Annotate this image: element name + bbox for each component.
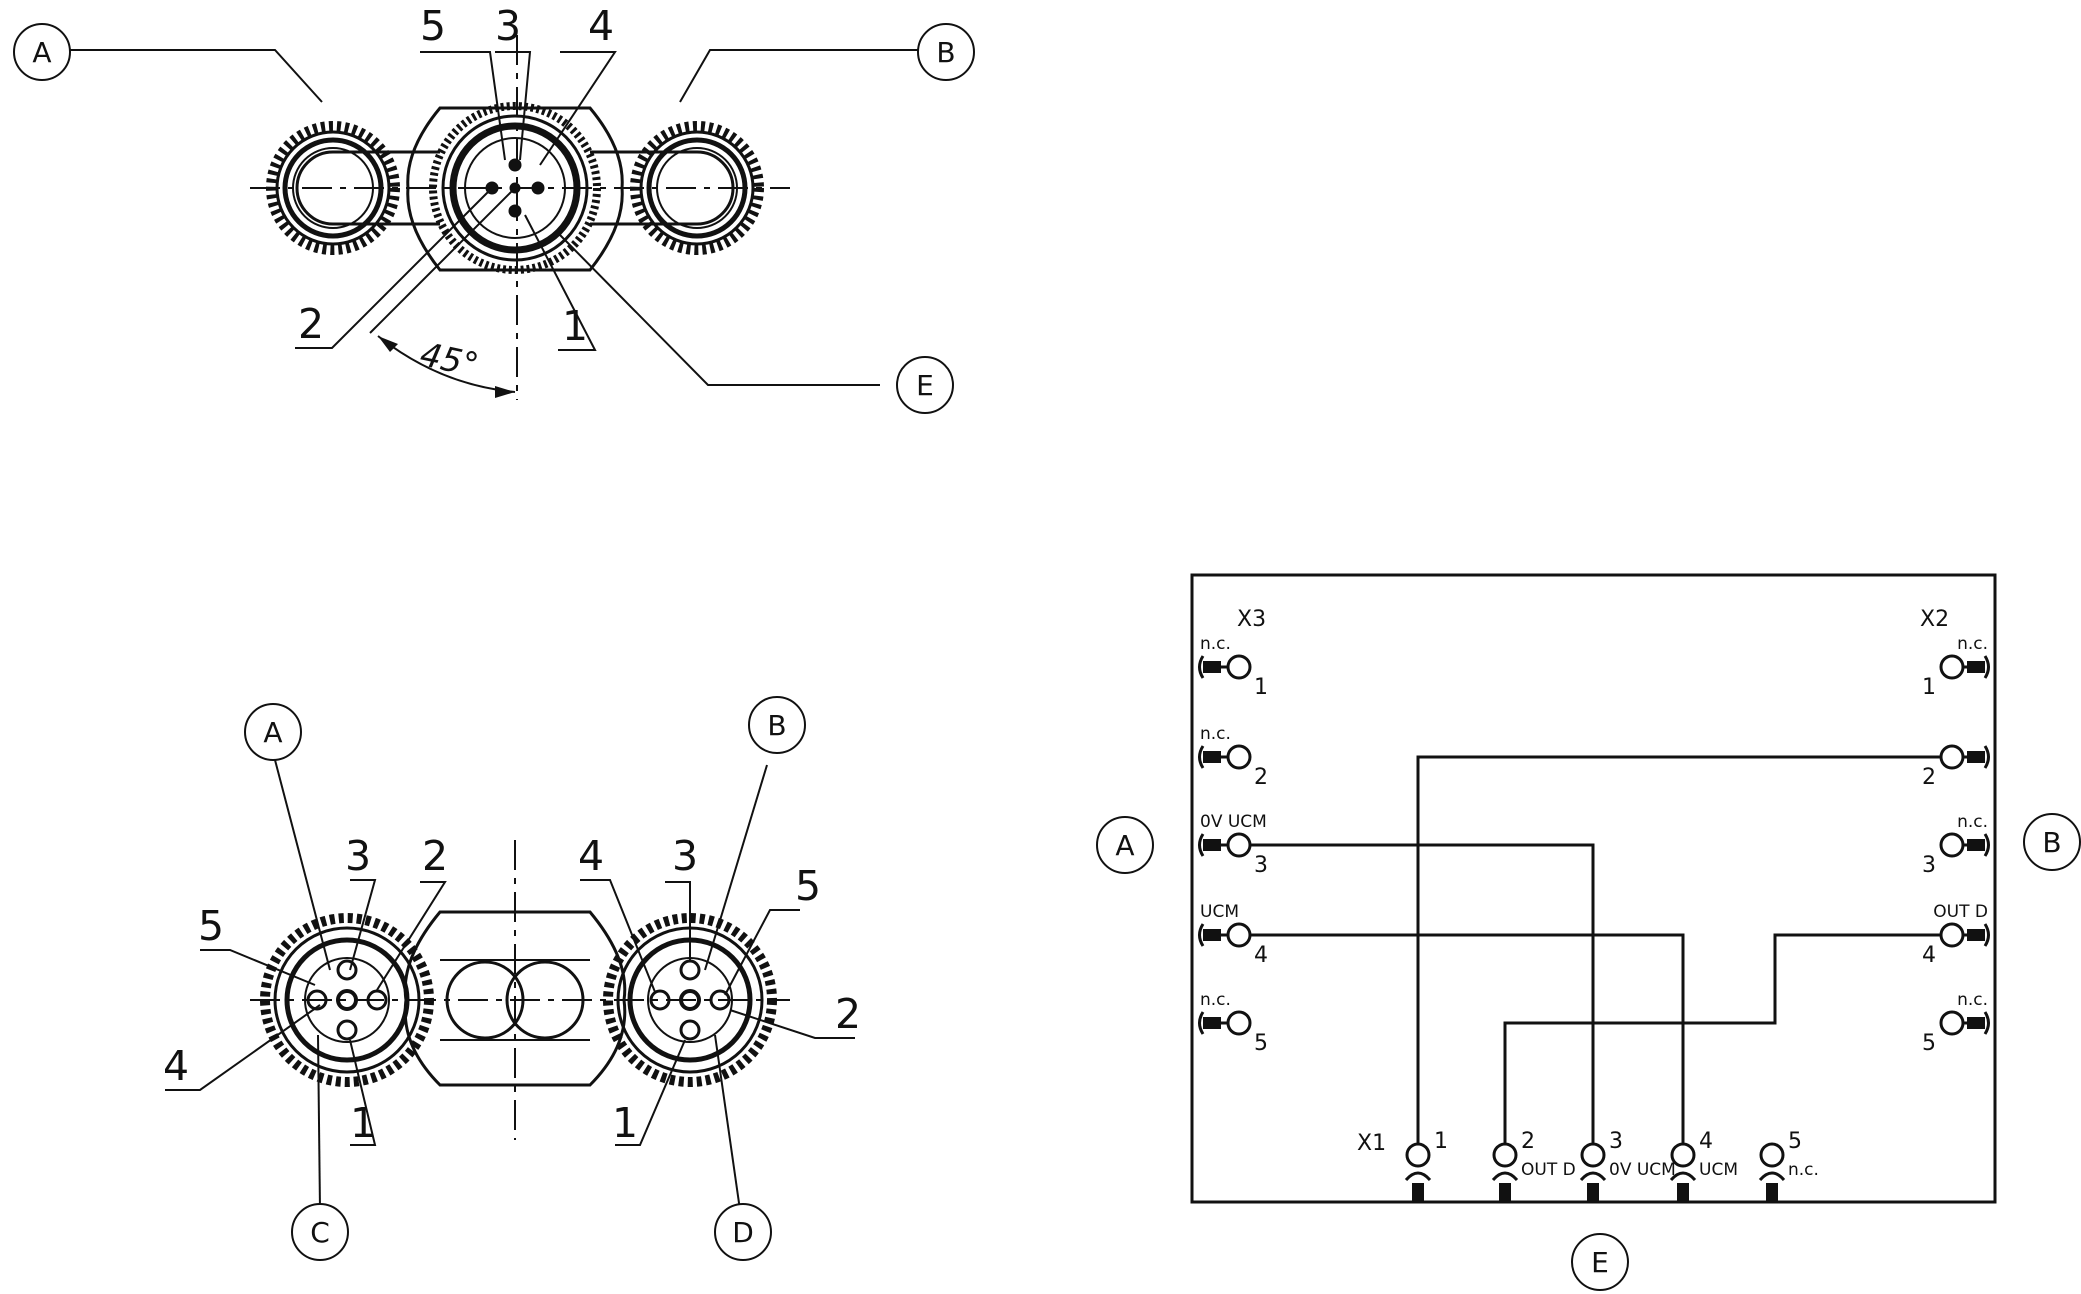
x2-pin-signal: n.c. <box>1957 634 1988 654</box>
right-pin-5-label: 5 <box>795 862 821 910</box>
x1-pin-signal: OUT D <box>1521 1160 1576 1180</box>
callout-b-bottom: B <box>748 696 806 754</box>
top-pin-1-label: 1 <box>562 302 588 350</box>
x1-title: X1 <box>1357 1131 1386 1156</box>
x3-pin-number: 4 <box>1254 943 1268 968</box>
x1-pin-number: 1 <box>1434 1129 1448 1154</box>
bottom-view-labels: 3 2 5 4 1 4 3 5 2 1 <box>163 832 861 1147</box>
top-pin-4-label: 4 <box>588 2 614 50</box>
callouts: A B E A B C D A <box>13 23 2081 1291</box>
angle-label: 45° <box>417 334 482 384</box>
svg-text:A: A <box>263 716 282 749</box>
svg-text:C: C <box>310 1216 330 1249</box>
x1-pin-5: 5 n.c. <box>1758 1129 1819 1202</box>
svg-text:A: A <box>1115 829 1134 862</box>
x3-pin-2: 2 n.c. <box>1198 724 1268 790</box>
x3-pin-1: 1 n.c. <box>1198 634 1268 700</box>
top-pin-2-label: 2 <box>298 300 324 348</box>
top-view-labels: 5 3 4 2 1 45° <box>298 2 614 385</box>
left-pin-4-label: 4 <box>163 1042 189 1090</box>
left-pin-1-label: 1 <box>350 1099 376 1147</box>
top-pin-3-label: 3 <box>495 2 521 50</box>
x1-pin-3: 3 0V UCM <box>1579 1129 1676 1202</box>
x2-pin-signal: OUT D <box>1933 902 1988 922</box>
callout-c: C <box>291 1203 349 1261</box>
bottom-view <box>165 759 855 1211</box>
left-pin-5-label: 5 <box>198 902 224 950</box>
top-pin-5-label: 5 <box>420 2 446 50</box>
x3-pin-signal: n.c. <box>1200 634 1231 654</box>
x2-pin-5: 5 n.c. <box>1922 990 1990 1056</box>
callout-b-top: B <box>917 23 975 81</box>
svg-text:A: A <box>32 36 51 69</box>
x2-pin-4: 4 OUT D <box>1922 902 1990 968</box>
x3-pin-signal: n.c. <box>1200 990 1231 1010</box>
x3-pin-number: 2 <box>1254 765 1268 790</box>
left-pin-3-label: 3 <box>345 832 371 880</box>
x3-pins: 1 n.c. 2 n.c. 3 0V UCM 4 UCM 5 n.c. <box>1198 634 1268 1056</box>
bottom-housing <box>403 910 627 1087</box>
top-housing <box>406 106 624 272</box>
x1-pin-number: 5 <box>1788 1129 1802 1154</box>
x2-pin-3: 3 n.c. <box>1922 812 1990 878</box>
svg-text:B: B <box>2042 826 2061 859</box>
callout-b-schematic: B <box>2023 813 2081 871</box>
callout-a-top: A <box>13 23 71 81</box>
right-pin-1-label: 1 <box>612 1099 638 1147</box>
x2-pin-number: 3 <box>1922 853 1936 878</box>
schematic-wires <box>1250 755 1953 1143</box>
svg-text:B: B <box>767 709 786 742</box>
x2-pins: 1 n.c. 2 3 n.c. 4 OUT D 5 n.c. <box>1922 634 1990 1056</box>
x1-pin-signal: n.c. <box>1788 1160 1819 1180</box>
right-pin-2-label: 2 <box>835 990 861 1038</box>
x3-pin-signal: UCM <box>1200 902 1239 922</box>
top-view <box>70 35 918 400</box>
x3-pin-number: 3 <box>1254 853 1268 878</box>
svg-text:E: E <box>1591 1246 1609 1279</box>
x2-pin-number: 5 <box>1922 1031 1936 1056</box>
x1-pin-number: 3 <box>1609 1129 1623 1154</box>
x2-pin-1: 1 n.c. <box>1922 634 1990 700</box>
x2-pin-2: 2 <box>1922 744 1990 790</box>
callout-d: D <box>714 1203 772 1261</box>
x1-pin-signal: UCM <box>1699 1160 1738 1180</box>
bottom-left-connector <box>260 913 434 1087</box>
x3-pin-3: 3 0V UCM <box>1198 812 1268 878</box>
x2-pin-number: 4 <box>1922 943 1936 968</box>
callout-e-schematic: E <box>1571 1233 1629 1291</box>
x2-title: X2 <box>1920 607 1949 632</box>
x2-pin-number: 1 <box>1922 675 1936 700</box>
x3-title: X3 <box>1237 607 1266 632</box>
x1-pin-1: 1 <box>1404 1129 1448 1202</box>
x3-pin-number: 1 <box>1254 675 1268 700</box>
bottom-right-connector <box>603 913 777 1087</box>
x3-pin-number: 5 <box>1254 1031 1268 1056</box>
x2-pin-number: 2 <box>1922 765 1936 790</box>
callout-a-bottom: A <box>244 703 302 761</box>
svg-text:D: D <box>732 1216 754 1249</box>
svg-text:E: E <box>916 369 934 402</box>
right-pin-4-label: 4 <box>578 832 604 880</box>
x1-pin-number: 4 <box>1699 1129 1713 1154</box>
x3-pin-4: 4 UCM <box>1198 902 1268 968</box>
x1-pin-number: 2 <box>1521 1129 1535 1154</box>
x3-pin-signal: 0V UCM <box>1200 812 1267 832</box>
x1-pin-signal: 0V UCM <box>1609 1160 1676 1180</box>
x3-pin-5: 5 n.c. <box>1198 990 1268 1056</box>
x2-pin-signal: n.c. <box>1957 812 1988 832</box>
x3-pin-signal: n.c. <box>1200 724 1231 744</box>
x2-pin-signal: n.c. <box>1957 990 1988 1010</box>
left-pin-2-label: 2 <box>422 832 448 880</box>
callout-a-schematic: A <box>1096 816 1154 874</box>
callout-e-top: E <box>896 356 954 414</box>
right-pin-3-label: 3 <box>672 832 698 880</box>
svg-text:B: B <box>936 36 955 69</box>
